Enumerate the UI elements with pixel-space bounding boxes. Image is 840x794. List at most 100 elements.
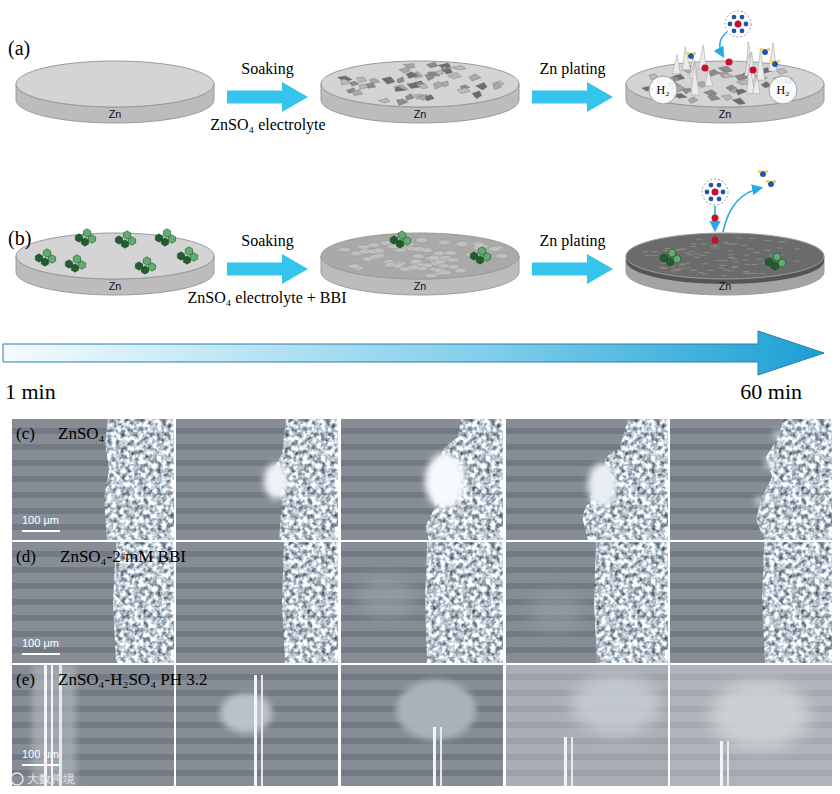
byproduct-flake <box>356 77 367 83</box>
byproduct-flake <box>451 65 466 70</box>
deposit-grain <box>723 242 729 243</box>
bbi-ring <box>35 254 42 262</box>
deposit-grain <box>728 257 734 258</box>
deposit-grain <box>794 261 800 262</box>
byproduct-flake <box>433 82 442 90</box>
deposit-grain <box>694 257 700 258</box>
micrograph <box>341 419 503 540</box>
hydrogen-atom <box>770 60 774 64</box>
water-molecule <box>758 170 769 177</box>
zinc-dendrite <box>672 54 680 73</box>
zinc-atom <box>712 215 719 222</box>
byproduct-flake <box>418 83 428 89</box>
haze <box>506 665 668 786</box>
disk-label: Zn <box>15 281 215 292</box>
micrograph <box>341 542 503 663</box>
deposit-grain <box>732 266 738 267</box>
deposit-grain <box>718 267 724 268</box>
water-molecule <box>766 180 777 187</box>
solvated-zinc-ion <box>725 11 751 37</box>
byproduct-flake <box>399 67 410 73</box>
electrode-streak <box>727 741 729 786</box>
disk-label: Zn <box>15 109 215 120</box>
disk-shape <box>321 61 519 123</box>
zinc-disk: Zn <box>320 232 520 298</box>
water-ligand <box>709 183 714 188</box>
deposit-grain <box>715 260 721 261</box>
disk-shape <box>16 61 214 123</box>
bbi-ring <box>478 247 485 255</box>
byproduct-flake <box>682 88 692 94</box>
bbi-molecule <box>390 231 410 248</box>
water-ligand <box>717 183 722 188</box>
protective-film-plate <box>454 268 466 273</box>
bbi-ring <box>135 262 142 270</box>
bbi-ring <box>390 236 397 244</box>
disk-top <box>321 61 519 107</box>
hydrogen-atom <box>777 60 781 64</box>
protective-film-plate <box>488 247 500 252</box>
zinc-electrode <box>425 542 503 663</box>
solvated-zinc-ion <box>702 179 728 205</box>
panel-letter: (e) <box>16 671 35 688</box>
deposit-grain <box>661 268 667 269</box>
electrode-streak <box>261 675 263 786</box>
hydrogen-atom <box>766 180 770 184</box>
process-arrow <box>227 263 286 276</box>
zinc-electrode <box>104 419 174 540</box>
disk-top <box>321 233 519 279</box>
zinc-ion <box>712 189 719 196</box>
deposit-grain <box>690 246 696 247</box>
protective-film-plate <box>444 250 456 255</box>
step-label: Zn plating <box>539 233 605 249</box>
water-ligand <box>744 22 749 27</box>
disk-label: Zn <box>320 281 520 292</box>
water-ligand <box>740 29 745 34</box>
deposit-grain <box>645 255 651 256</box>
deposit-grain <box>713 247 719 248</box>
disk-label: Zn <box>320 109 520 120</box>
hydrogen-atom <box>760 48 764 52</box>
watermark-logo <box>11 773 23 785</box>
protective-film-plate <box>456 241 468 246</box>
deposit-grain <box>721 265 727 266</box>
protective-film-plate <box>474 243 486 248</box>
deposit-grain <box>679 264 685 265</box>
haze <box>358 575 414 619</box>
dendrite-tip <box>764 457 776 469</box>
byproduct-flake <box>736 89 747 95</box>
deposit-grain <box>744 255 750 256</box>
deposit-grain <box>744 264 750 265</box>
bbi-molecule <box>470 247 490 264</box>
bbi-molecule <box>65 255 85 272</box>
bbi-ring <box>115 236 122 244</box>
deposit-grain <box>741 245 747 246</box>
time-label: 1 min <box>5 381 56 403</box>
protective-film-plate <box>385 262 397 267</box>
water-molecule <box>686 52 697 59</box>
deposit-grain <box>731 258 737 259</box>
protective-film-plate <box>447 257 459 262</box>
byproduct-flake <box>493 82 502 89</box>
byproduct-flake <box>472 91 482 99</box>
scale-label: 100 μm <box>22 749 59 760</box>
deposit-grain <box>708 270 714 271</box>
deposit-grain <box>728 270 734 271</box>
deposit-grain <box>697 239 703 240</box>
water-ligand <box>721 190 726 195</box>
process-arrow <box>227 91 286 104</box>
dendrite-tip <box>773 430 783 440</box>
haze <box>670 665 832 786</box>
time-label: 60 min <box>740 381 802 403</box>
process-arrow <box>532 263 591 276</box>
bbi-ring <box>75 234 82 242</box>
bbi-molecule <box>115 231 135 248</box>
electrode-streak <box>44 665 47 786</box>
zinc-electrode <box>582 419 668 540</box>
protective-film-plate <box>425 273 437 278</box>
deposit-grain <box>721 275 727 276</box>
electrolyte-region <box>176 419 338 540</box>
bbi-ring <box>65 260 72 268</box>
deposit-grain <box>689 251 695 252</box>
deposit-grain <box>704 252 710 253</box>
